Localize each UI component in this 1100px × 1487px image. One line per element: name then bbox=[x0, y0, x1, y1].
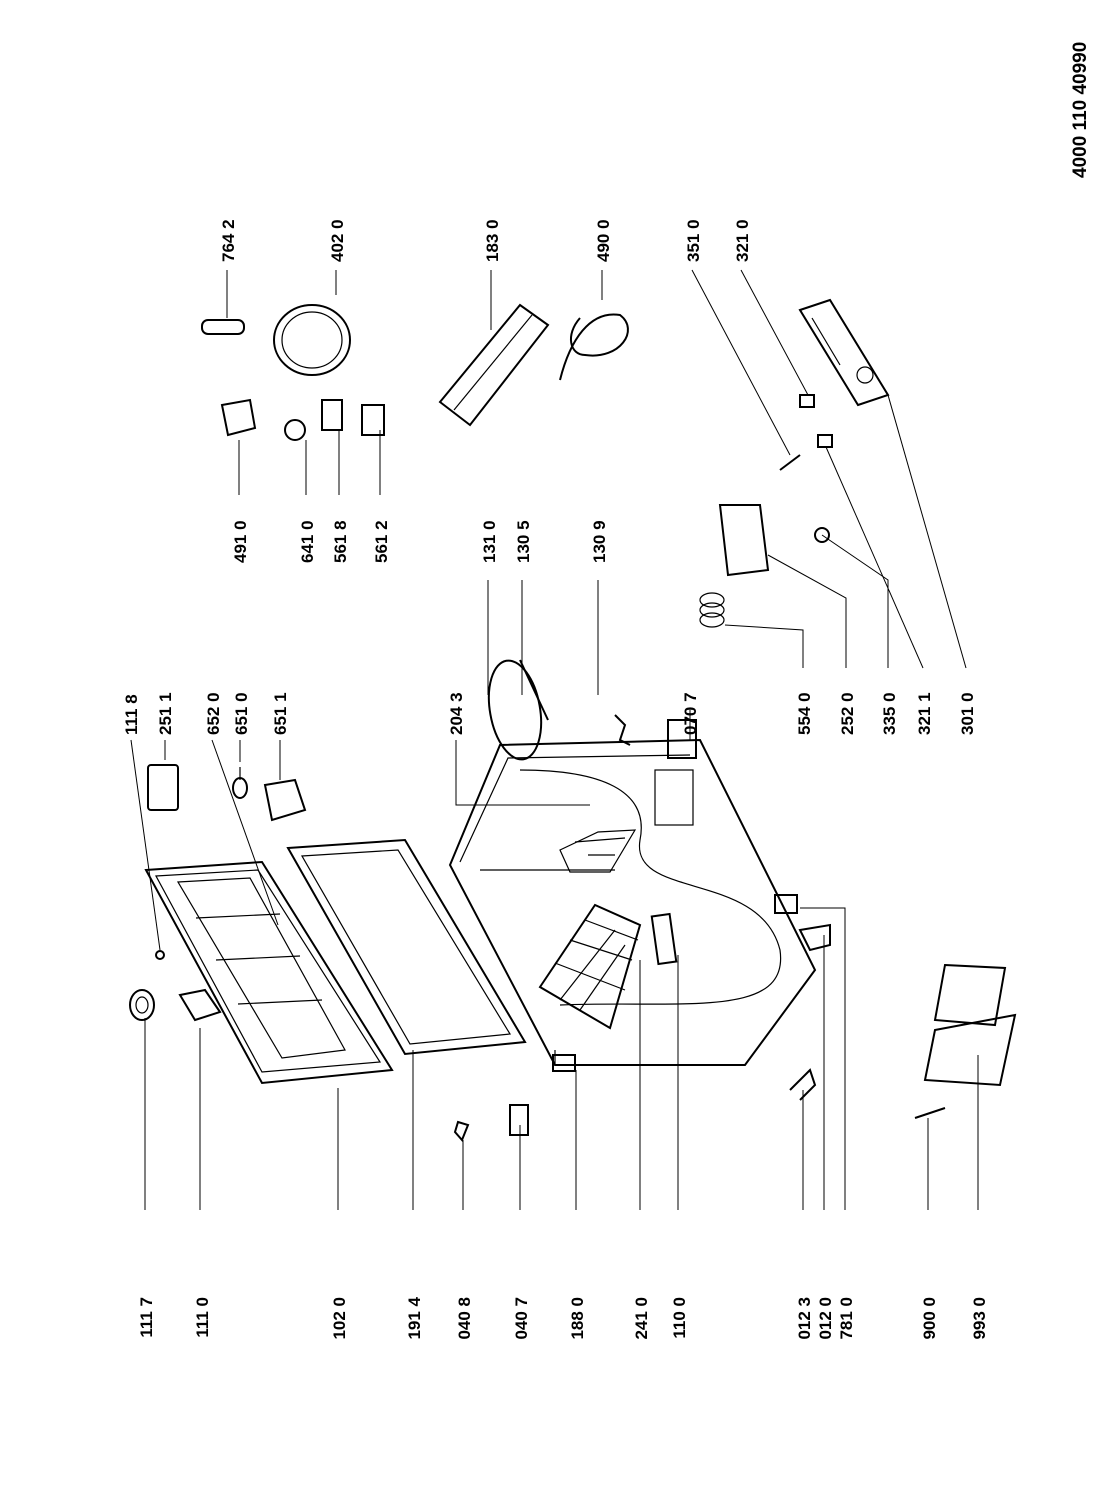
drawing-code: 4000 110 40990 bbox=[1070, 42, 1091, 178]
rail-part bbox=[914, 1107, 946, 1119]
thermostat-housing-part bbox=[220, 398, 257, 437]
label-012-0: 012 0 bbox=[816, 1297, 835, 1340]
documents-part bbox=[923, 963, 1017, 1087]
label-102-0: 102 0 bbox=[330, 1297, 349, 1340]
leader-335-0 bbox=[821, 534, 889, 668]
label-012-3: 012 3 bbox=[795, 1297, 814, 1340]
leader-204-3 bbox=[455, 740, 590, 806]
knob-part bbox=[129, 989, 155, 1021]
control-panel-part bbox=[798, 298, 890, 407]
knob-inner-icon bbox=[135, 996, 149, 1014]
shelf-tray-part bbox=[559, 829, 637, 873]
label-111-8: 111 8 bbox=[122, 694, 141, 735]
label-641-0: 641 0 bbox=[298, 520, 317, 563]
part-labels: 111 7 111 0 102 0 191 4 040 8 040 7 188 … bbox=[122, 219, 989, 1339]
lamp-cover-part bbox=[147, 764, 179, 811]
label-321-1: 321 1 bbox=[915, 692, 934, 735]
label-040-7: 040 7 bbox=[512, 1297, 531, 1340]
clip-3210-part bbox=[799, 394, 815, 408]
label-490-0: 490 0 bbox=[594, 219, 613, 262]
label-651-1: 651 1 bbox=[271, 692, 290, 735]
gasket-part bbox=[286, 838, 527, 1056]
leader-lines bbox=[130, 269, 979, 1210]
disc-part bbox=[487, 659, 543, 761]
bulb-part bbox=[232, 767, 248, 799]
label-204-3: 204 3 bbox=[447, 692, 466, 735]
filter-drier-part bbox=[201, 319, 245, 335]
clip-3211-part bbox=[817, 434, 833, 448]
lid-part bbox=[144, 860, 394, 1085]
cabinet-body bbox=[448, 738, 817, 1066]
leader-111-8 bbox=[130, 739, 161, 951]
label-188-0: 188 0 bbox=[568, 1297, 587, 1340]
leader-301-0 bbox=[887, 394, 967, 669]
leader-554-0 bbox=[724, 624, 804, 668]
label-183-0: 183 0 bbox=[483, 219, 502, 262]
small-knob-part bbox=[814, 527, 830, 543]
ring-part bbox=[155, 950, 165, 960]
leader-781-0 bbox=[800, 907, 846, 1210]
label-335-0: 335 0 bbox=[880, 692, 899, 735]
hinge-part bbox=[552, 1054, 576, 1072]
label-900-0: 900 0 bbox=[920, 1297, 939, 1340]
wire-basket-part bbox=[538, 903, 642, 1030]
leader-351-0 bbox=[691, 269, 791, 456]
label-651-0: 651 0 bbox=[232, 692, 251, 735]
label-993-0: 993 0 bbox=[970, 1297, 989, 1340]
label-111-0: 111 0 bbox=[193, 1297, 212, 1338]
bracket-0408-part bbox=[453, 1120, 470, 1142]
mounting-bracket-part bbox=[789, 1068, 817, 1101]
indicator-part bbox=[779, 454, 801, 471]
label-130-5: 130 5 bbox=[514, 520, 533, 563]
label-561-2: 561 2 bbox=[372, 520, 391, 563]
bracket-part bbox=[519, 659, 549, 721]
leader-252-0 bbox=[767, 554, 847, 668]
vent-grille-part bbox=[667, 719, 697, 759]
leader-321-1 bbox=[825, 446, 924, 669]
bracket-0407-part bbox=[509, 1104, 529, 1136]
label-652-0: 652 0 bbox=[204, 692, 223, 735]
label-491-0: 491 0 bbox=[231, 520, 250, 563]
label-554-0: 554 0 bbox=[795, 692, 814, 735]
label-351-0: 351 0 bbox=[684, 219, 703, 262]
relay-group-part bbox=[284, 399, 385, 441]
label-130-9: 130 9 bbox=[590, 520, 609, 563]
condenser-part bbox=[438, 303, 550, 427]
compressor-part bbox=[273, 304, 351, 376]
power-cord-part bbox=[559, 313, 629, 381]
label-131-0: 131 0 bbox=[480, 520, 499, 563]
lamp-holder-part bbox=[263, 778, 307, 822]
leader-652-0 bbox=[211, 739, 279, 926]
lock-part bbox=[178, 988, 222, 1022]
coil-part bbox=[699, 592, 725, 628]
label-402-0: 402 0 bbox=[328, 219, 347, 262]
label-561-8: 561 8 bbox=[331, 520, 350, 563]
label-764-2: 764 2 bbox=[219, 219, 238, 262]
handle-part bbox=[650, 912, 678, 966]
label-781-0: 781 0 bbox=[837, 1297, 856, 1340]
label-251-1: 251 1 bbox=[156, 692, 175, 735]
label-252-0: 252 0 bbox=[838, 692, 857, 735]
label-321-0: 321 0 bbox=[733, 219, 752, 262]
label-191-4: 191 4 bbox=[405, 1296, 424, 1339]
leader-321-0 bbox=[740, 269, 809, 396]
label-110-0: 110 0 bbox=[670, 1297, 689, 1339]
label-301-0: 301 0 bbox=[958, 692, 977, 735]
leveling-foot-part bbox=[774, 894, 798, 914]
label-241-0: 241 0 bbox=[632, 1297, 651, 1340]
label-040-8: 040 8 bbox=[455, 1297, 474, 1340]
clip-part bbox=[614, 714, 631, 746]
label-111-7: 111 7 bbox=[137, 1297, 156, 1338]
control-box-part bbox=[718, 504, 770, 577]
foot-part bbox=[798, 923, 831, 952]
